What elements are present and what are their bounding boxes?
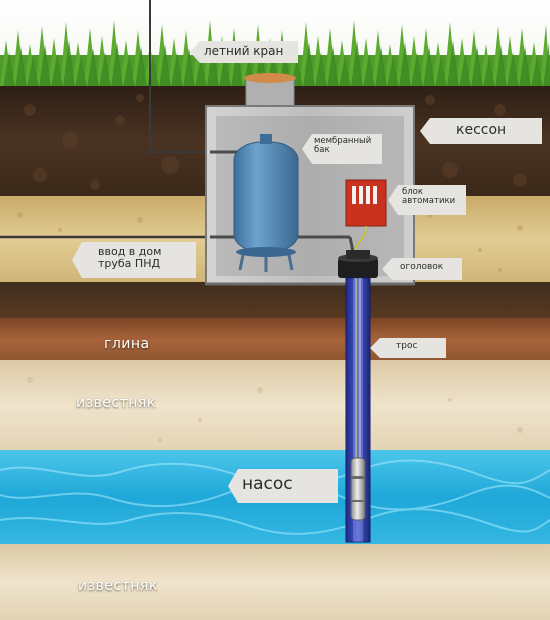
limestone-upper-layer xyxy=(0,360,550,452)
wellhead-label: оголовок xyxy=(400,262,444,272)
callout-membrane-tank: мембранный бак xyxy=(302,134,382,164)
limestone-texture xyxy=(27,377,523,442)
dark-soil-layer xyxy=(0,282,550,322)
caisson-label: кессон xyxy=(456,122,507,138)
house-inlet-label-line2: труба ПНД xyxy=(98,257,161,271)
callout-caisson: кессон xyxy=(420,118,542,144)
callout-pump: насос xyxy=(228,469,338,503)
house-inlet-label-line1: ввод в дом xyxy=(98,245,162,258)
callout-cable: трос xyxy=(370,338,446,358)
automation-unit-label-line1: блок xyxy=(402,187,424,197)
automation-box xyxy=(345,179,387,263)
callout-summer-tap: летний кран xyxy=(190,41,298,63)
submersible-pump xyxy=(350,457,366,521)
clay-layer-label: глина xyxy=(104,336,150,352)
caisson-hatch xyxy=(244,73,296,83)
summer-tap-label: летний кран xyxy=(204,44,284,58)
membrane-tank xyxy=(233,134,299,272)
clay-layer xyxy=(0,318,550,362)
well-casing xyxy=(345,277,371,543)
automation-unit-label-line2: автоматики xyxy=(402,196,456,207)
callout-wellhead: оголовок xyxy=(382,258,462,280)
cable-label: трос xyxy=(396,341,418,351)
callout-automation-unit: блок автоматики xyxy=(388,185,466,215)
pump-label: насос xyxy=(242,474,293,494)
limestone-lower-label: известняк xyxy=(78,578,158,594)
callout-house-inlet: ввод в дом труба ПНД xyxy=(72,242,196,278)
membrane-tank-label-line1: мембранный xyxy=(314,136,372,146)
topsoil-texture xyxy=(24,94,527,190)
limestone-lower-layer xyxy=(0,544,550,620)
limestone-upper-label: известняк xyxy=(76,395,156,411)
summer-tap-pipe xyxy=(149,0,210,153)
membrane-tank-label-line2: бак xyxy=(314,145,330,156)
wellhead xyxy=(338,250,378,278)
